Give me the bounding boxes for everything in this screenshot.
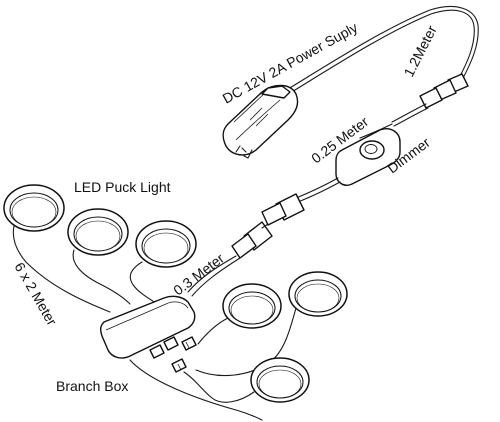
branch-output-plugs <box>171 336 197 373</box>
output-cable <box>295 177 341 203</box>
puck-light-1 <box>3 184 111 313</box>
dimmer-unit <box>335 128 401 186</box>
branch-box-label: Branch Box <box>56 378 128 394</box>
puck-light-6 <box>183 357 310 403</box>
branch-feed-cable <box>187 255 241 297</box>
power-adapter <box>222 84 299 159</box>
power-cable <box>269 6 479 105</box>
puck-light-label: LED Puck Light <box>74 179 171 195</box>
dc-connector <box>391 73 469 127</box>
puck-light-2 <box>67 208 131 305</box>
cable-length-6x2-label: 6 x 2 Meter <box>11 260 60 329</box>
branch-tail-cable <box>129 359 263 421</box>
cable-length-1-2-label: 1.2Meter <box>400 23 439 80</box>
puck-light-4 <box>197 283 282 345</box>
branch-box <box>99 295 196 359</box>
inline-connector <box>231 193 305 259</box>
puck-light-3 <box>129 220 197 307</box>
